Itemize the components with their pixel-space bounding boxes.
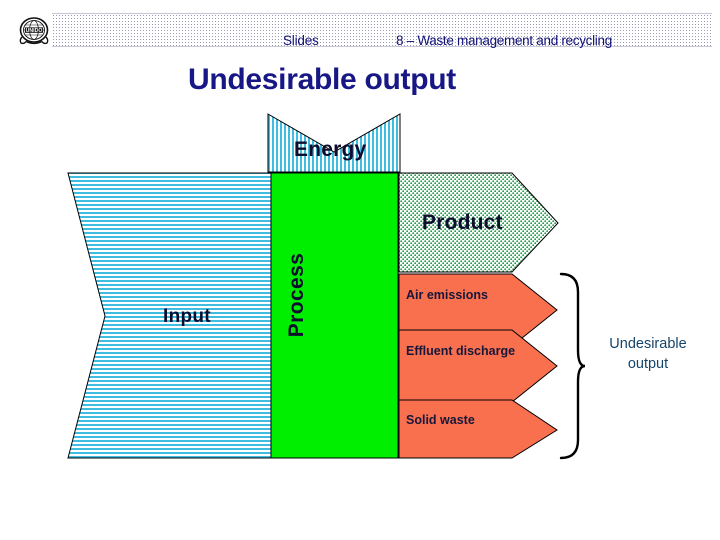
product-label: Product: [422, 211, 503, 234]
header-dotted-band: [52, 13, 712, 47]
undesirable-output-brace: [559, 272, 586, 460]
svg-text:UNIDO: UNIDO: [26, 28, 43, 34]
solid-waste-shape: [398, 399, 558, 459]
undesirable-output-group-label: Undesirable output: [609, 336, 687, 372]
energy-shape: [267, 113, 401, 173]
page-title: Undesirable output: [188, 63, 456, 96]
process-shape: [270, 172, 399, 459]
unido-emblem-icon: UNIDO: [16, 15, 52, 45]
solid-waste-label: Solid waste: [406, 413, 475, 427]
effluent-discharge-label: Effluent discharge: [406, 344, 516, 358]
product-shape: [398, 172, 559, 273]
air-emissions-label: Air emissions: [406, 288, 488, 302]
process-label: Process: [285, 252, 308, 338]
slide-header: UNIDO Slides 8 – Waste management and re…: [0, 13, 720, 48]
effluent-discharge-shape: [398, 329, 558, 403]
input-label: Input: [163, 306, 211, 327]
input-shape: [67, 172, 272, 459]
header-topic-label: 8 – Waste management and recycling: [396, 33, 612, 48]
energy-label: Energy: [294, 138, 367, 161]
header-slides-label: Slides: [283, 33, 319, 48]
